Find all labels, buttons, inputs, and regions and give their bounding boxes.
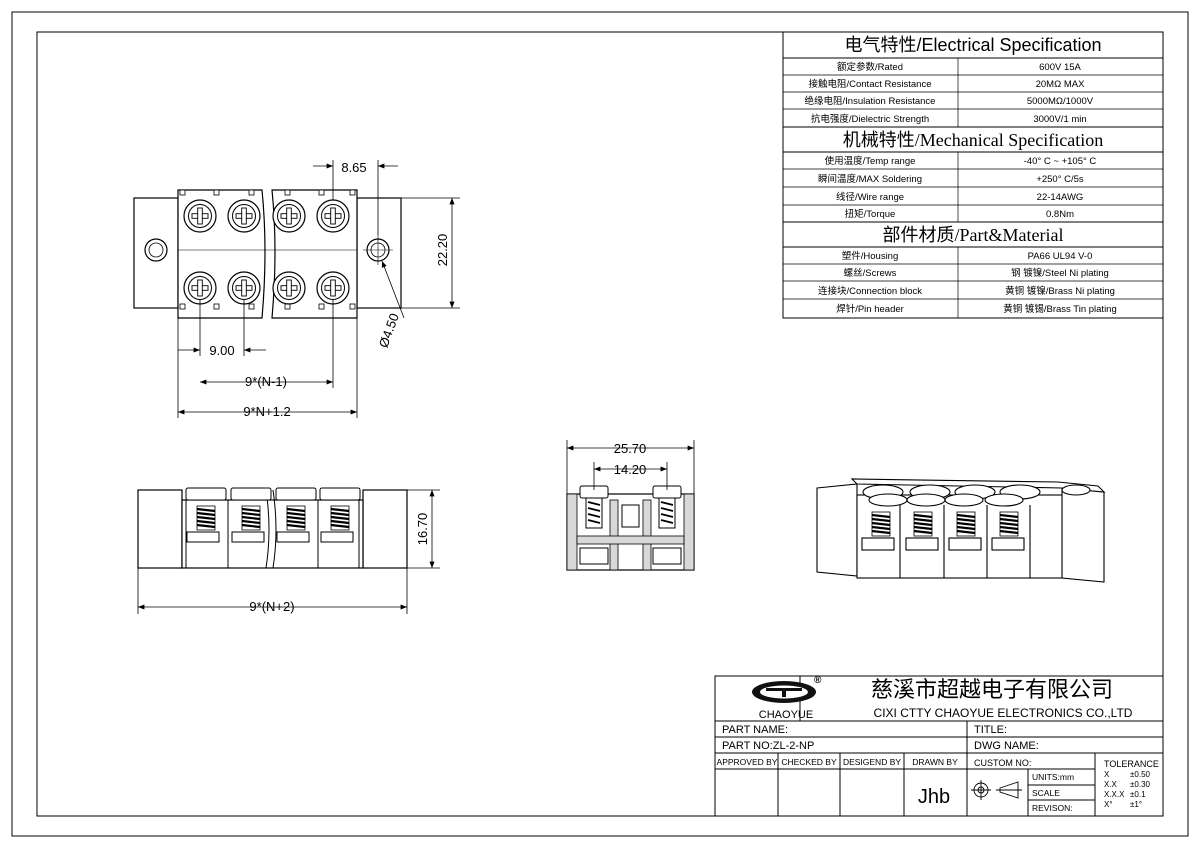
company-name-cn: 慈溪市超越电子有限公司 (871, 677, 1113, 702)
spec-label: 额定参数/Rated (837, 61, 903, 73)
drawn-by-value: Jhb (918, 786, 950, 808)
spec-value: 22-14AWG (1037, 192, 1084, 203)
company-logo: ® CHAOYUE (752, 675, 822, 721)
spec-label: 接触电阻/Contact Resistance (808, 78, 931, 90)
tolerance-format: X.X (1104, 780, 1118, 789)
spec-value: 600V 15A (1039, 62, 1081, 73)
spec-value: 黄铜 镀镍/Brass Ni plating (1005, 285, 1115, 297)
spec-value: 0.8Nm (1046, 209, 1074, 220)
dim-height: 22.20 (435, 234, 450, 267)
spec-label: 抗电强度/Dielectric Strength (811, 113, 929, 125)
tolerance-value: ±1° (1130, 800, 1142, 809)
title-block: ® CHAOYUE 慈溪市超越电子有限公司 CIXI CTTY CHAOYUE … (714, 675, 1164, 817)
company-name-en: CIXI CTTY CHAOYUE ELECTRONICS CO.,LTD (874, 706, 1133, 720)
dim-side-height: 16.70 (415, 513, 430, 546)
spec-label: 使用温度/Temp range (825, 155, 916, 167)
revision-label: REVISON: (1032, 803, 1073, 813)
logo-registered-mark: ® (814, 675, 822, 686)
dim-depth-inner: 14.20 (614, 462, 647, 477)
tolerance-value: ±0.1 (1130, 790, 1146, 799)
outer-border (11, 11, 1189, 837)
dim-pitch: 9.00 (209, 343, 234, 358)
spec-label: 绝缘电阻/Insulation Resistance (805, 95, 936, 107)
dim-span-outer: 9*N+1.2 (243, 404, 290, 419)
spec-label: 螺丝/Screws (844, 267, 897, 279)
material-header: 部件材质/Part&Material (883, 225, 1064, 245)
tolerance-value: ±0.50 (1130, 770, 1151, 779)
mechanical-header: 机械特性/Mechanical Specification (843, 130, 1103, 150)
units: UNITS:mm (1032, 772, 1074, 782)
electrical-header: 电气特性/Electrical Specification (844, 35, 1101, 55)
tolerance-format: X (1104, 770, 1110, 779)
top-view: 8.65 22.20 Ø4.50 9.00 9*(N-1) 9*N+1.2 (133, 160, 460, 419)
spec-label: 连接块/Connection block (818, 285, 922, 297)
isometric-view (816, 478, 1106, 583)
scale-label: SCALE (1032, 788, 1060, 798)
custom-no-label: CUSTOM NO: (974, 758, 1031, 768)
dim-hole-diameter: Ø4.50 (376, 311, 402, 349)
spec-value: 钢 镀镍/Steel Ni plating (1011, 267, 1109, 279)
spec-value: 黄铜 镀锡/Brass Tin plating (1003, 303, 1117, 315)
projection-symbol-icon (971, 780, 1022, 800)
approved-by-label: APPROVED BY (717, 757, 778, 767)
tolerance-format: X° (1104, 800, 1113, 809)
dim-side-length: 9*(N+2) (249, 599, 294, 614)
spec-value: +250° C/5s (1036, 174, 1084, 185)
tolerance-title: TOLERANCE (1104, 759, 1159, 769)
spec-value: -40° C ~ +105° C (1024, 156, 1097, 167)
spec-label: 扭矩/Torque (845, 208, 896, 220)
side-view: 16.70 9*(N+2) (137, 487, 440, 614)
designed-by-label: DESIGEND BY (843, 757, 901, 767)
spec-value: PA66 UL94 V-0 (1028, 251, 1093, 262)
title-label: TITLE: (974, 724, 1007, 736)
spec-label: 焊针/Pin header (836, 303, 904, 315)
dwg-name-label: DWG NAME: (974, 740, 1039, 752)
tolerance-format: X.X.X (1104, 790, 1125, 799)
spec-label: 线径/Wire range (836, 191, 904, 203)
spec-label: 塑件/Housing (842, 250, 899, 262)
dim-span-inner: 9*(N-1) (245, 374, 287, 389)
inner-border (36, 31, 1164, 817)
section-view: 25.70 14.20 (566, 440, 695, 571)
spec-label: 瞬间温度/MAX Soldering (818, 173, 922, 185)
spec-value: 5000MΩ/1000V (1027, 96, 1094, 107)
spec-value: 20MΩ MAX (1036, 79, 1085, 90)
dim-screw-offset: 8.65 (341, 160, 366, 175)
part-no: PART NO:ZL-2-NP (722, 740, 814, 752)
spec-value: 3000V/1 min (1033, 114, 1086, 125)
checked-by-label: CHECKED BY (781, 757, 837, 767)
dim-depth-total: 25.70 (614, 441, 647, 456)
logo-text: CHAOYUE (759, 709, 813, 721)
spec-table: 电气特性/Electrical Specification 机械特性/Mecha… (782, 31, 1164, 319)
tolerance-value: ±0.30 (1130, 780, 1151, 789)
part-name-label: PART NAME: (722, 724, 788, 736)
drawn-by-label: DRAWN BY (912, 757, 958, 767)
